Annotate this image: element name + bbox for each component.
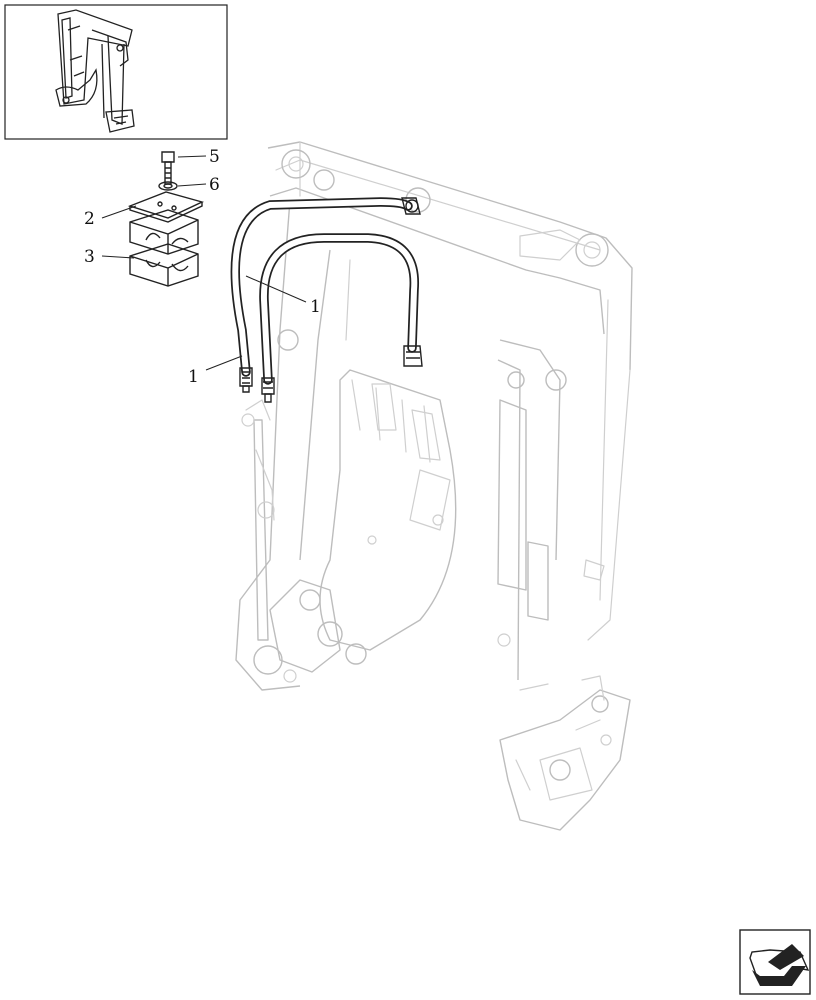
callout-5[interactable]: 5: [209, 147, 220, 167]
next-page-arrow-icon[interactable]: [739, 929, 811, 995]
overview-thumbnail[interactable]: [4, 4, 228, 140]
clamp-bolt[interactable]: [161, 151, 175, 185]
callout-3[interactable]: 3: [84, 247, 95, 267]
callout-6[interactable]: 6: [209, 175, 220, 195]
callout-1-right[interactable]: 1: [310, 297, 321, 317]
clamp-washer[interactable]: [158, 181, 178, 191]
callout-1-left[interactable]: 1: [188, 367, 199, 387]
hydraulic-hose-right[interactable]: [259, 233, 423, 403]
callout-labels: 5 6 2 3 1 1: [84, 147, 321, 387]
hydraulic-hose-left[interactable]: [230, 197, 421, 393]
excavator-boom-thumbnail-icon: [55, 9, 135, 133]
clamp-body[interactable]: [129, 209, 199, 287]
callout-2[interactable]: 2: [84, 209, 95, 229]
